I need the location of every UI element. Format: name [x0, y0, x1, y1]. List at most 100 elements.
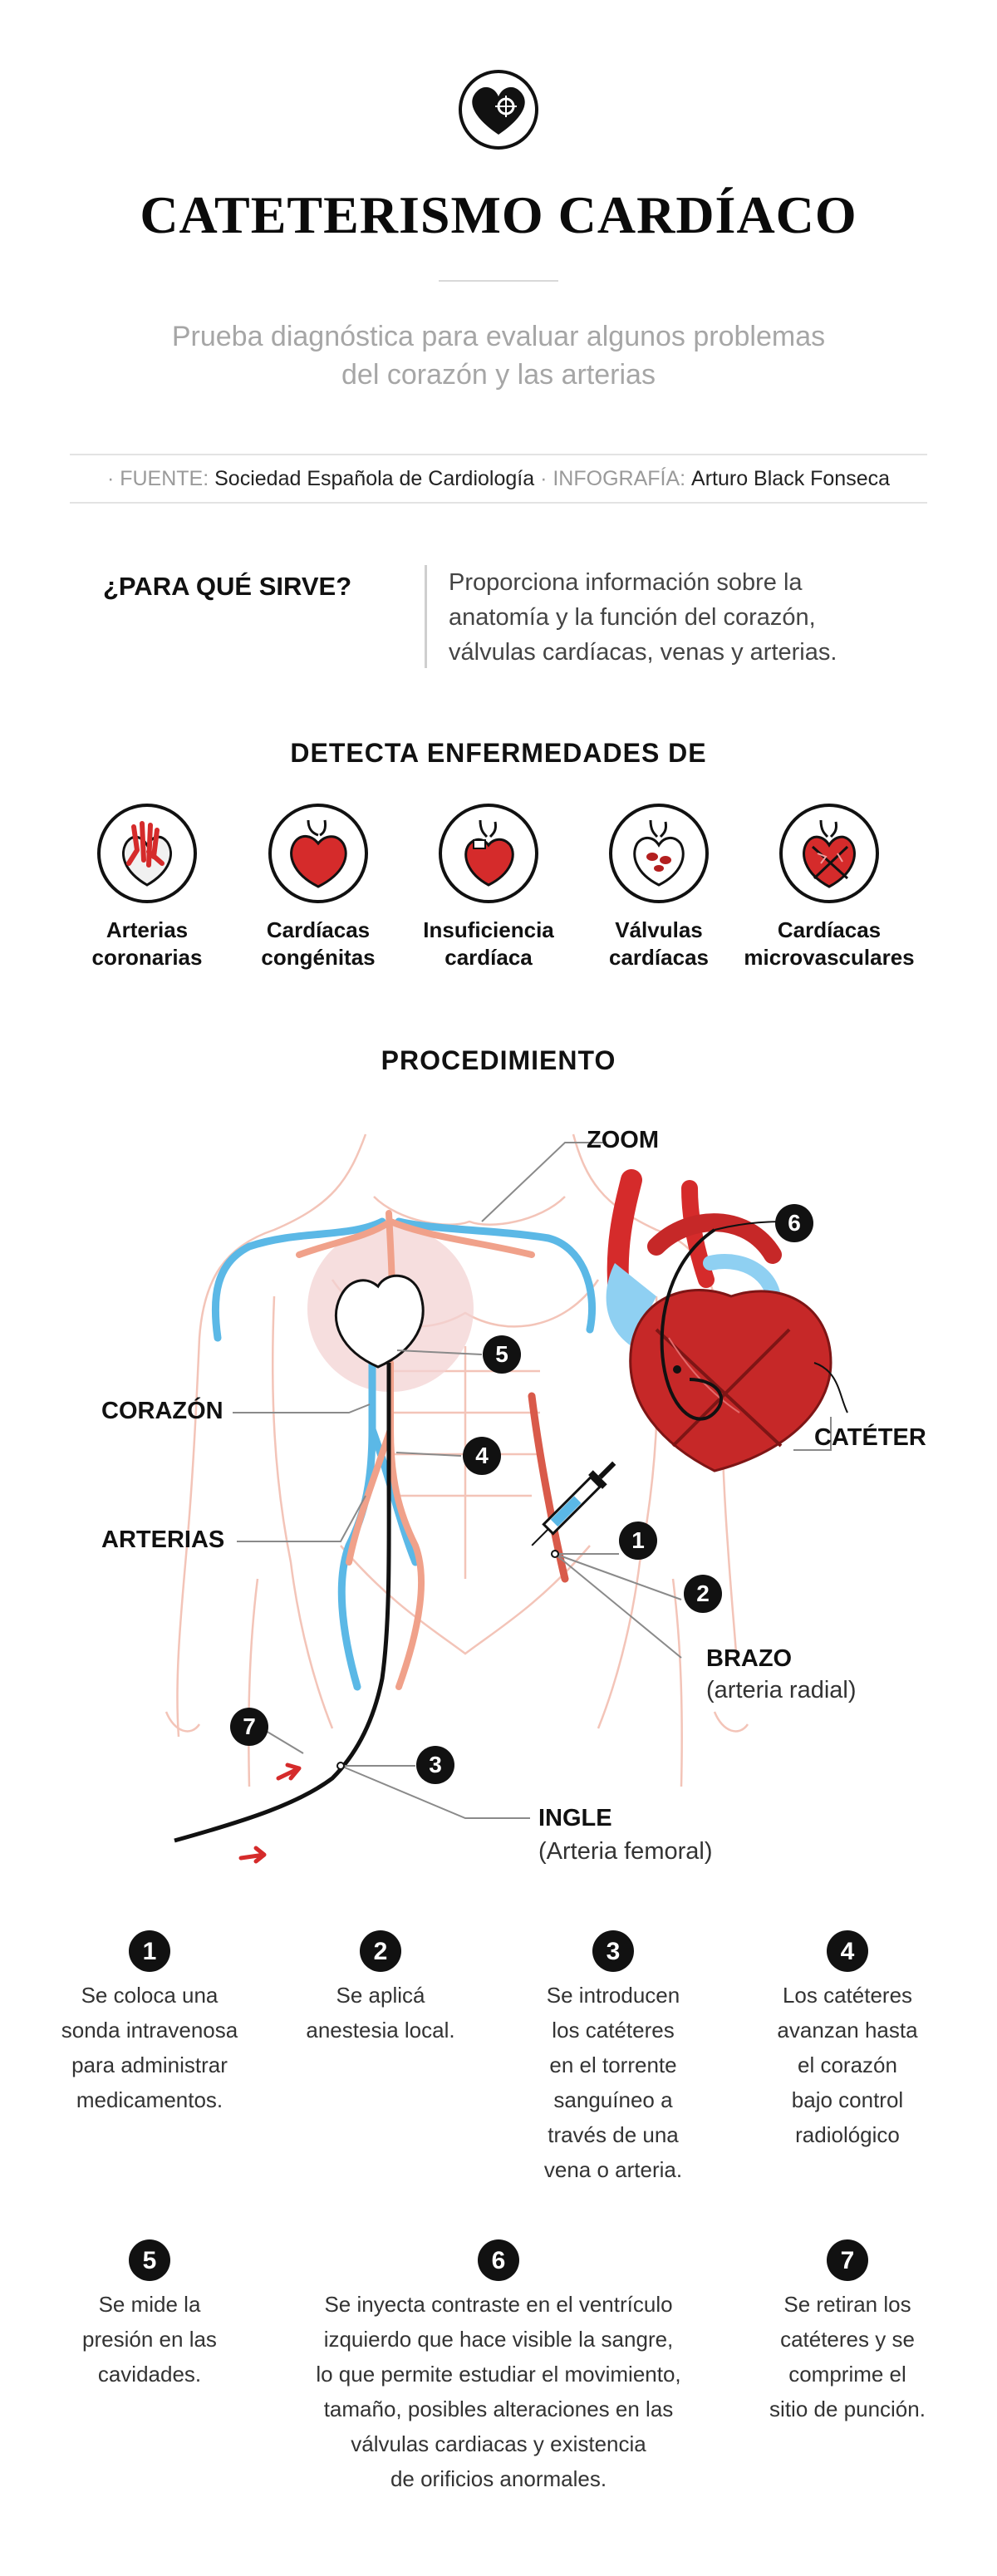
- marker-1: 1: [619, 1522, 657, 1560]
- title-divider: [439, 280, 558, 282]
- subtitle-line: del corazón y las arterias: [341, 359, 656, 391]
- heart-valves-icon: [609, 804, 709, 903]
- step-text: través de una: [548, 2122, 679, 2147]
- credits-bar: · FUENTE: Sociedad Española de Cardiolog…: [70, 454, 927, 504]
- step-text: presión en las: [82, 2327, 217, 2352]
- disease-label: congénitas: [261, 945, 376, 970]
- disease-congenital: Cardíacas congénitas: [223, 802, 414, 971]
- arteries-label: ARTERIAS: [101, 1526, 225, 1553]
- zoomed-heart: [606, 1169, 848, 1472]
- header-heart-logo-icon: [457, 68, 540, 155]
- step-text: sonda intravenosa: [61, 2018, 238, 2043]
- coronary-arteries-icon: [97, 804, 197, 903]
- step-text: Se aplicá: [336, 1983, 425, 2008]
- step-text: vena o arteria.: [543, 2157, 683, 2182]
- step-text: radiológico: [795, 2122, 900, 2147]
- step-number-badge: 2: [360, 1930, 401, 1972]
- step-number: 7: [841, 2247, 855, 2274]
- step-2: 2 Se aplicá anestesia local.: [281, 1930, 480, 2048]
- marker-number: 3: [429, 1752, 442, 1777]
- disease-label: Válvulas: [615, 917, 703, 942]
- step-number-badge: 1: [129, 1930, 170, 1972]
- step-7: 7 Se retiran los catéteres y se comprime…: [748, 2239, 947, 2426]
- purpose-line: Proporciona información sobre la: [449, 569, 803, 596]
- step-number: 4: [841, 1938, 855, 1965]
- step-text: bajo control: [791, 2087, 904, 2112]
- arrow-icon: [238, 1846, 267, 1864]
- infographic-value: Arturo Black Fonseca: [691, 466, 891, 490]
- step-number: 3: [607, 1938, 621, 1965]
- procedure-diagram: [165, 1133, 848, 1864]
- zoom-label: ZOOM: [587, 1127, 659, 1153]
- disease-valves: Válvulas cardíacas: [563, 802, 754, 971]
- step-text: catéteres y se: [780, 2327, 915, 2352]
- congenital-heart-icon: [268, 804, 368, 903]
- step-text: para administrar: [71, 2052, 228, 2077]
- step-text: Se inyecta contraste en el ventrículo: [324, 2292, 673, 2317]
- microvascular-heart-icon: [779, 804, 879, 903]
- disease-label: Cardíacas: [777, 917, 882, 942]
- step-text: Los catéteres: [782, 1983, 913, 2008]
- purpose-line: válvulas cardíacas, venas y arterias.: [449, 639, 837, 666]
- step-number-badge: 4: [827, 1930, 868, 1972]
- page-subtitle: Prueba diagnóstica para evaluar algunos …: [125, 317, 872, 394]
- purpose-divider: [425, 565, 427, 668]
- marker-2: 2: [684, 1575, 722, 1613]
- groin-label: INGLE: [538, 1805, 612, 1831]
- catheter-label: CATÉTER: [814, 1424, 926, 1451]
- marker-5: 5: [483, 1335, 521, 1374]
- disease-coronary-arteries: Arterias coronarias: [52, 802, 243, 971]
- step-text: Se mide la: [98, 2292, 201, 2317]
- page-title: CATETERISMO CARDÍACO: [140, 185, 857, 244]
- step-6: 6 Se inyecta contraste en el ventrículo …: [274, 2239, 723, 2496]
- disease-label: coronarias: [91, 945, 203, 970]
- source-label: · FUENTE:: [106, 466, 209, 490]
- heart-failure-icon: [439, 804, 538, 903]
- source-value: Sociedad Española de Cardiología: [214, 466, 535, 490]
- step-number-badge: 6: [478, 2239, 519, 2281]
- disease-label: microvasculares: [744, 945, 915, 970]
- arm-label: BRAZO: [706, 1645, 793, 1672]
- marker-number: 5: [495, 1341, 508, 1367]
- body-heart-shape: [334, 1274, 425, 1369]
- marker-7: 7: [230, 1708, 268, 1746]
- arm-radial-artery: [528, 1392, 569, 1583]
- step-text: anestesia local.: [306, 2018, 455, 2043]
- step-number: 5: [143, 2247, 157, 2274]
- step-text: Se retiran los: [783, 2292, 911, 2317]
- purpose-question: ¿PARA QUÉ SIRVE?: [103, 572, 352, 601]
- purpose-line: anatomía y la función del corazón,: [449, 604, 816, 631]
- subtitle-line: Prueba diagnóstica para evaluar algunos …: [171, 321, 826, 352]
- marker-6: 6: [775, 1204, 813, 1242]
- step-text: sanguíneo a: [553, 2087, 673, 2112]
- step-number-badge: 7: [827, 2239, 868, 2281]
- step-text: cavidades.: [97, 2362, 202, 2387]
- disease-label: cardíaca: [444, 945, 533, 970]
- purpose-answer: Proporciona información sobre la anatomí…: [449, 565, 914, 670]
- step-text: comprime el: [788, 2362, 906, 2387]
- step-5: 5 Se mide la presión en las cavidades.: [50, 2239, 249, 2392]
- marker-number: 4: [475, 1443, 489, 1468]
- step-text: Se introducen: [546, 1983, 680, 2008]
- step-text: medicamentos.: [76, 2087, 223, 2112]
- step-3: 3 Se introducen los catéteres en el torr…: [513, 1930, 713, 2187]
- marker-4: 4: [463, 1437, 501, 1475]
- step-1: 1 Se coloca una sonda intravenosa para a…: [50, 1930, 249, 2117]
- disease-label: Insuficiencia: [423, 917, 554, 942]
- step-number: 1: [143, 1938, 157, 1965]
- step-text: de orificios anormales.: [390, 2466, 607, 2491]
- step-4: 4 Los catéteres avanzan hasta el corazón…: [748, 1930, 947, 2152]
- step-number-badge: 5: [129, 2239, 170, 2281]
- disease-heart-failure: Insuficiencia cardíaca: [393, 802, 584, 971]
- heart-label: CORAZÓN: [101, 1398, 223, 1424]
- step-text: lo que permite estudiar el movimiento,: [316, 2362, 681, 2387]
- marker-number: 1: [631, 1527, 645, 1553]
- groin-detail-label: (Arteria femoral): [538, 1838, 713, 1865]
- step-text: los catéteres: [552, 2018, 675, 2043]
- veins: [211, 1217, 597, 1691]
- diseases-title: DETECTA ENFERMEDADES DE: [290, 738, 707, 768]
- step-number-badge: 3: [592, 1930, 634, 1972]
- step-text: en el torrente: [549, 2052, 677, 2077]
- marker-number: 2: [696, 1581, 710, 1606]
- infographic-label: · INFOGRAFÍA:: [540, 466, 686, 490]
